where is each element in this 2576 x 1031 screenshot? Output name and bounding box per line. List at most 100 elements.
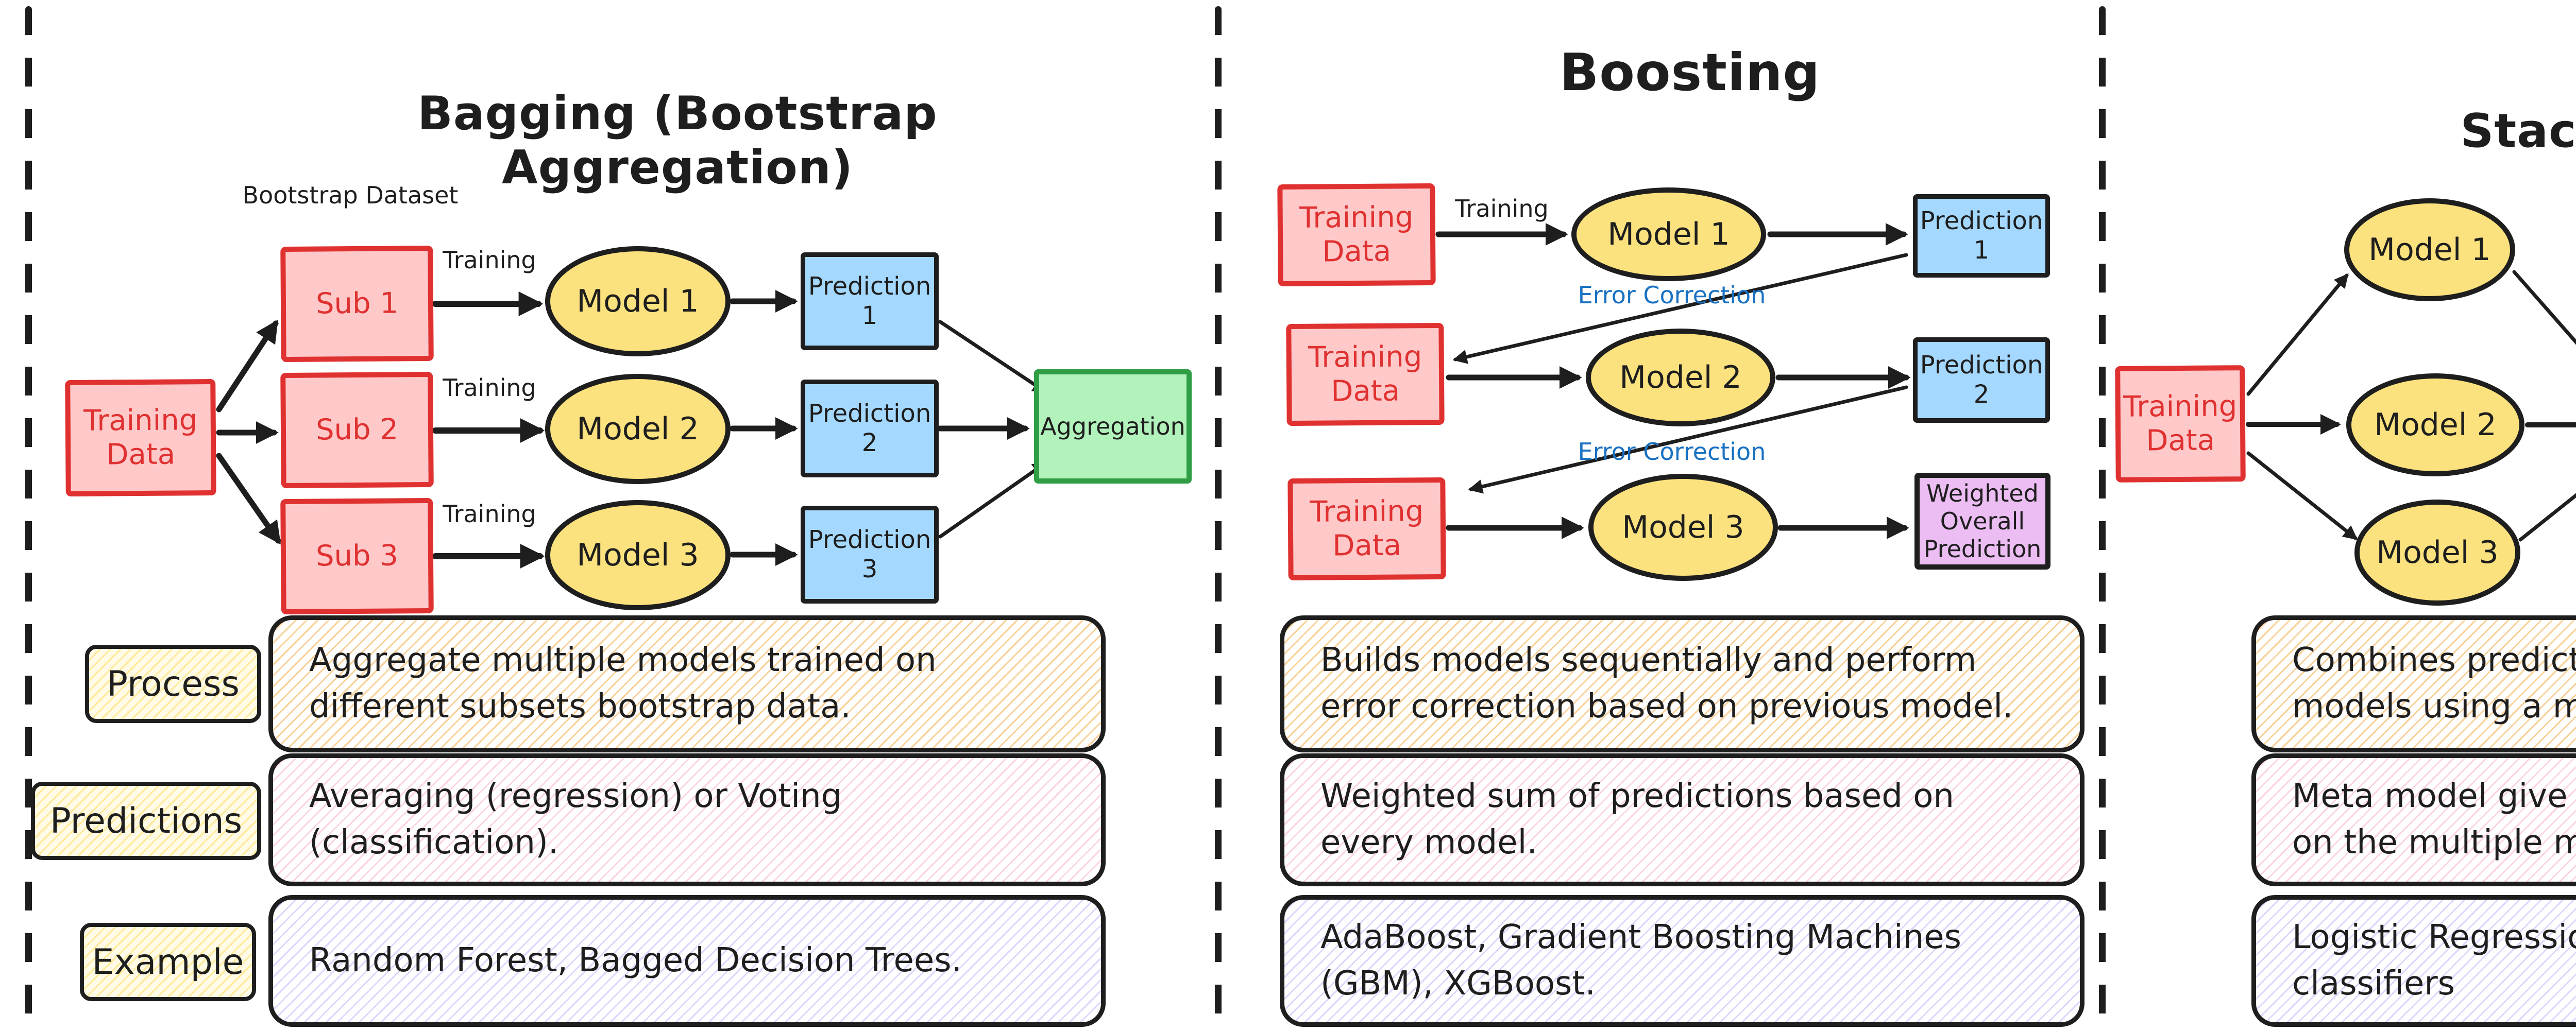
aggregation-box: Aggregation [1034, 369, 1192, 484]
training-text: Training [443, 374, 536, 402]
boosting-training-data1-text: Training Data [1299, 200, 1414, 269]
bagging-model2-ellipse: Model 2 [545, 374, 731, 484]
boosting-title-text: Boosting [1560, 42, 1820, 102]
bagging-sub3-text: Sub 3 [315, 539, 399, 573]
error-correction-text: Error Correction [1578, 438, 1766, 466]
bagging-model1-ellipse: Model 1 [545, 246, 731, 356]
bagging-model3-ellipse: Model 3 [545, 500, 731, 610]
bagging-training-data-box: Training Data [65, 379, 216, 497]
arrow-prediction1-aggregation [938, 320, 1047, 393]
bagging-title-text: Bagging (Bootstrap Aggregation) [417, 87, 938, 195]
bagging-process-text: Aggregate multiple models trained on dif… [309, 641, 937, 726]
stacking-model3-ellipse: Model 3 [2354, 500, 2520, 606]
bagging-predictions-box: Averaging (regression) or Voting (classi… [268, 753, 1106, 886]
bagging-prediction3-box: Prediction 3 [801, 506, 939, 604]
dashed-separator-left [25, 6, 32, 1026]
bagging-title: Bagging (Bootstrap Aggregation) [340, 87, 1015, 195]
arrow-trainingdata-sub1 [216, 319, 279, 413]
bagging-sub3-box: Sub 3 [280, 497, 434, 615]
bagging-model2-text: Model 2 [577, 410, 699, 447]
row-label-process: Process [85, 645, 261, 723]
stacking-predictions-text: Meta model give final prediction based o… [2292, 777, 2576, 862]
example-label-text: Example [92, 941, 244, 983]
arrow-stack-td-model3 [2246, 451, 2358, 540]
boosting-training-arrow-label: Training [1453, 195, 1551, 222]
bagging-training-arrow-label-3: Training [440, 500, 538, 528]
stacking-training-data-text: Training Data [2123, 389, 2238, 458]
boosting-model1-ellipse: Model 1 [1571, 187, 1766, 281]
stacking-model1-text: Model 1 [2368, 231, 2491, 268]
error-correction-label-2: Error Correction [1564, 438, 1780, 466]
bootstrap-dataset-text: Bootstrap Dataset [242, 181, 459, 209]
bagging-example-text: Random Forest, Bagged Decision Trees. [309, 941, 962, 980]
bagging-model1-text: Model 1 [577, 283, 699, 319]
bagging-sub1-box: Sub 1 [280, 245, 434, 363]
arrow-trainingdata-sub3 [216, 453, 281, 545]
boosting-example-box: AdaBoost, Gradient Boosting Machines (GB… [1280, 895, 2084, 1027]
boosting-training-data2-text: Training Data [1308, 340, 1422, 408]
stacking-model2-text: Model 2 [2374, 406, 2497, 443]
aggregation-text: Aggregation [1040, 412, 1185, 440]
boosting-example-text: AdaBoost, Gradient Boosting Machines (GB… [1320, 918, 1961, 1003]
weighted-overall-prediction-text: Weighted Overall Prediction [1923, 479, 2042, 563]
boosting-model2-ellipse: Model 2 [1586, 329, 1775, 426]
stacking-title-text: Stacking [2460, 104, 2576, 158]
row-label-example: Example [80, 923, 256, 1001]
bagging-example-box: Random Forest, Bagged Decision Trees. [268, 895, 1106, 1027]
error-correction-label-1: Error Correction [1564, 281, 1780, 309]
boosting-prediction1-text: Prediction 1 [1920, 207, 2043, 265]
bagging-process-box: Aggregate multiple models trained on dif… [268, 615, 1106, 752]
arrow-stack-model3-ntd [2518, 493, 2576, 542]
boosting-process-box: Builds models sequentially and perform e… [1280, 615, 2084, 752]
bagging-prediction2-text: Prediction 2 [808, 399, 931, 457]
boosting-training-data2-box: Training Data [1286, 322, 1445, 426]
stacking-predictions-box: Meta model give final prediction based o… [2251, 753, 2576, 886]
arrow-prediction3-aggregation [938, 461, 1047, 539]
error-correction-text: Error Correction [1578, 281, 1766, 309]
boosting-training-data3-text: Training Data [1310, 494, 1424, 563]
bagging-predictions-text: Averaging (regression) or Voting (classi… [309, 777, 842, 862]
bagging-sub2-text: Sub 2 [315, 413, 399, 447]
boosting-model3-ellipse: Model 3 [1588, 474, 1778, 581]
boosting-predictions-text: Weighted sum of predictions based on eve… [1320, 777, 1954, 862]
bagging-training-data-text: Training Data [83, 403, 198, 472]
arrow-stack-td-model1 [2246, 273, 2349, 396]
boosting-training-data3-box: Training Data [1287, 477, 1446, 581]
boosting-training-data1-box: Training Data [1277, 183, 1436, 287]
stacking-model3-text: Model 3 [2376, 534, 2499, 571]
predictions-label-text: Predictions [49, 800, 243, 841]
stacking-example-box: Logistic Regression on top of multiple c… [2251, 895, 2576, 1027]
training-text: Training [1455, 195, 1549, 222]
boosting-title: Boosting [1489, 42, 1891, 102]
boosting-predictions-box: Weighted sum of predictions based on eve… [1280, 753, 2084, 886]
bagging-training-arrow-label-2: Training [440, 374, 538, 402]
arrow-stack-model1-ntd [2512, 270, 2576, 345]
dashed-separator-boosting-stacking [2099, 6, 2106, 1026]
row-label-predictions: Predictions [31, 782, 261, 860]
bagging-prediction1-text: Prediction 1 [808, 272, 931, 330]
boosting-prediction2-box: Prediction 2 [1913, 337, 2050, 423]
bagging-training-arrow-label-1: Training [440, 246, 538, 274]
bootstrap-dataset-label: Bootstrap Dataset [242, 181, 459, 209]
boosting-prediction2-text: Prediction 2 [1920, 351, 2043, 409]
bagging-sub2-box: Sub 2 [280, 371, 434, 489]
boosting-model3-text: Model 3 [1622, 509, 1744, 545]
boosting-prediction1-box: Prediction 1 [1913, 194, 2050, 278]
bagging-prediction3-text: Prediction 3 [808, 525, 931, 583]
boosting-process-text: Builds models sequentially and perform e… [1320, 641, 2013, 726]
training-text: Training [443, 500, 536, 528]
bagging-sub1-text: Sub 1 [315, 286, 399, 321]
bagging-prediction1-box: Prediction 1 [801, 252, 939, 350]
stacking-training-data-box: Training Data [2115, 365, 2246, 483]
stacking-process-text: Combines predictions of multiple models … [2292, 641, 2576, 726]
boosting-model1-text: Model 1 [1607, 216, 1730, 252]
stacking-model2-ellipse: Model 2 [2346, 373, 2524, 476]
weighted-overall-prediction-box: Weighted Overall Prediction [1914, 473, 2050, 570]
boosting-model2-text: Model 2 [1619, 359, 1742, 396]
bagging-model3-text: Model 3 [577, 537, 699, 573]
process-label-text: Process [107, 663, 240, 704]
stacking-model1-ellipse: Model 1 [2344, 198, 2515, 301]
stacking-title: Stacking [2421, 104, 2576, 158]
bagging-prediction2-box: Prediction 2 [801, 380, 939, 477]
